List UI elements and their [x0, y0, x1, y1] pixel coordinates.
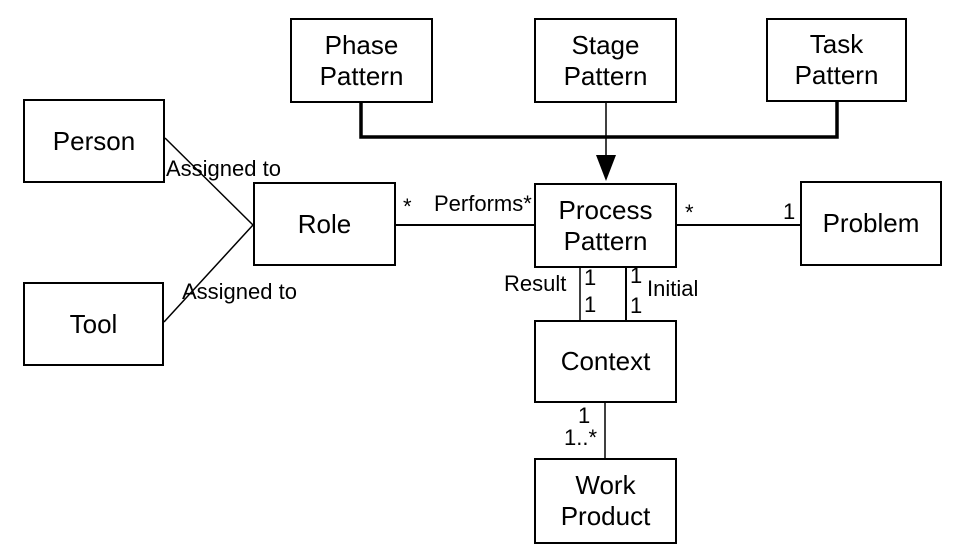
result-multiplicity-top: 1	[584, 265, 597, 290]
pattern-tree-connector	[359, 102, 839, 139]
context-multiplicity-one: 1	[578, 403, 591, 428]
problem-label: Problem	[822, 208, 920, 238]
context-label: Context	[560, 346, 651, 376]
role-multiplicity-label: *	[403, 194, 412, 219]
stage-pattern-label: Stage Pattern	[563, 29, 648, 91]
stage-pattern-box: Stage Pattern	[534, 18, 677, 103]
work-product-label: Work Product	[560, 470, 651, 531]
initial-multiplicity-top: 1	[630, 263, 643, 288]
phase-pattern-label: Phase Pattern	[319, 29, 404, 91]
workproduct-multiplicity-many: 1..*	[564, 425, 598, 450]
person-label: Person	[52, 125, 136, 156]
person-box: Person	[23, 99, 165, 183]
arrow-head-icon	[596, 155, 616, 181]
person-role-association	[164, 137, 254, 226]
problem-box: Problem	[800, 181, 942, 266]
performs-label: Performs*	[434, 191, 532, 216]
initial-label: Initial	[647, 276, 699, 301]
initial-multiplicity-bottom: 1	[630, 293, 643, 318]
result-multiplicity-bottom: 1	[584, 292, 597, 317]
assigned-to-person-label: Assigned to	[166, 156, 281, 181]
assigned-to-tool-label: Assigned to	[182, 279, 297, 304]
tool-role-association	[163, 224, 254, 323]
tool-label: Tool	[69, 308, 118, 339]
task-pattern-label: Task Pattern	[794, 29, 879, 90]
task-pattern-box: Task Pattern	[766, 18, 907, 102]
phase-pattern-box: Phase Pattern	[290, 18, 433, 103]
process-pattern-box: Process Pattern	[534, 183, 677, 268]
process-pattern-label: Process Pattern	[558, 194, 653, 256]
problem-side-multiplicity-label: 1	[783, 199, 796, 224]
work-product-box: Work Product	[534, 458, 677, 544]
role-label: Role	[297, 208, 352, 239]
result-label: Result	[504, 271, 567, 296]
role-box: Role	[253, 182, 396, 266]
context-box: Context	[534, 320, 677, 403]
process-side-multiplicity-label: *	[685, 200, 694, 225]
tool-box: Tool	[23, 282, 164, 366]
